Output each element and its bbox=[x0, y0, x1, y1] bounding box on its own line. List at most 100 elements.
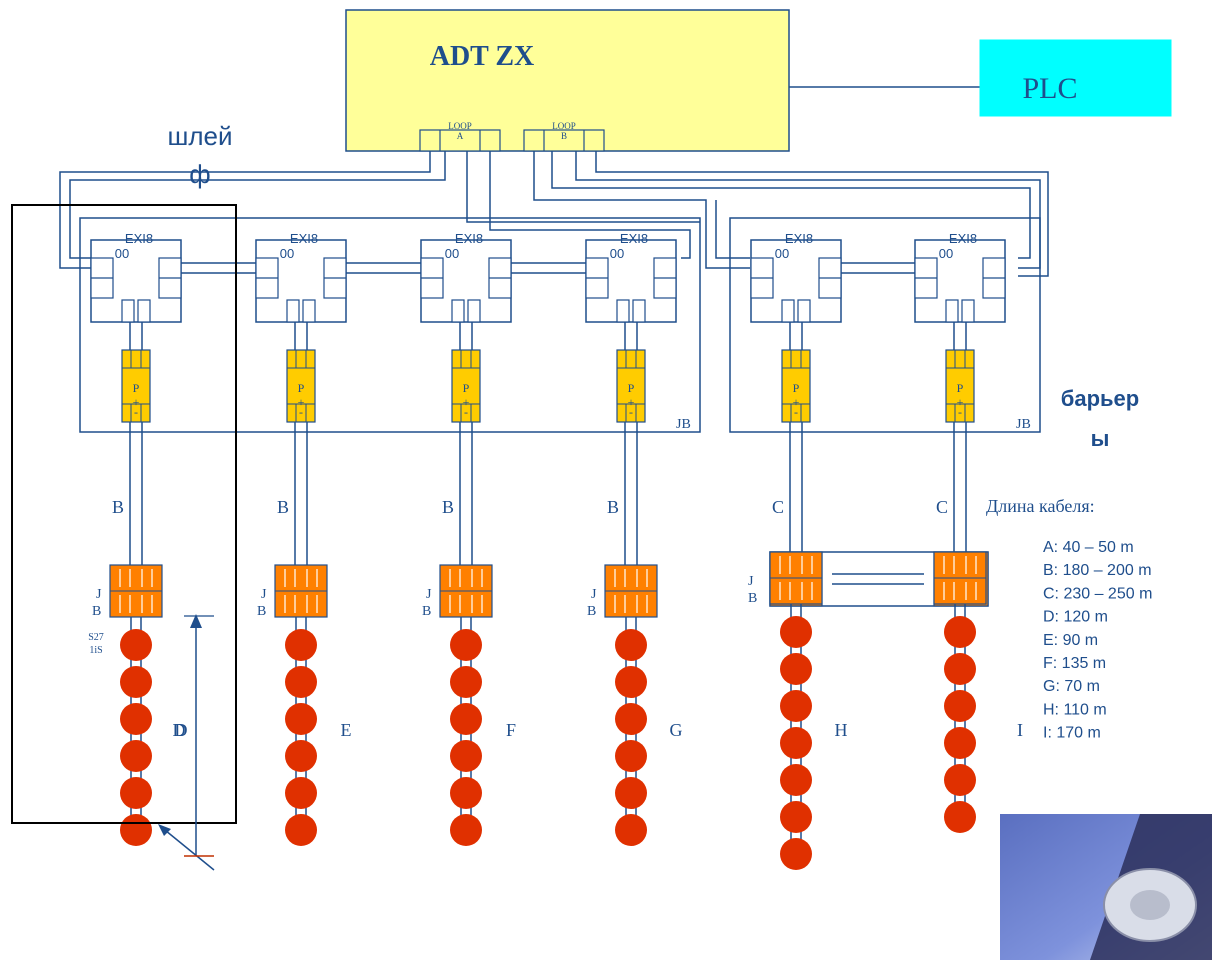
cable-length-item: B: 180 – 200 m bbox=[1043, 562, 1152, 579]
section-letter: H bbox=[835, 720, 848, 740]
barrier-label: P+- bbox=[463, 381, 470, 419]
cable-letter: B bbox=[442, 497, 454, 517]
cable-letter: B bbox=[607, 497, 619, 517]
cable-length-item: I: 170 m bbox=[1043, 725, 1101, 742]
jb-housing-right: JB bbox=[729, 217, 1041, 433]
cable-letter: C bbox=[772, 497, 784, 517]
detector bbox=[450, 629, 482, 661]
barrier-label: P+- bbox=[133, 381, 140, 419]
detector bbox=[780, 616, 812, 648]
detector bbox=[285, 666, 317, 698]
detector bbox=[120, 814, 152, 846]
detector-chain bbox=[944, 604, 976, 833]
detector bbox=[285, 629, 317, 661]
detector-chain bbox=[450, 617, 482, 846]
barrier-unit: P+- bbox=[616, 349, 646, 423]
detector bbox=[615, 740, 647, 772]
detector bbox=[285, 814, 317, 846]
detector bbox=[780, 653, 812, 685]
cable-length-item: G: 70 m bbox=[1043, 678, 1100, 695]
plc-box: PLC bbox=[789, 39, 1172, 117]
detector bbox=[944, 616, 976, 648]
cable-length-legend: Длина кабеля: A: 40 – 50 mB: 180 – 200 m… bbox=[986, 496, 1152, 742]
loop-wiring bbox=[59, 151, 1049, 277]
detector bbox=[944, 801, 976, 833]
cable-letter: B bbox=[112, 497, 124, 517]
detector bbox=[450, 703, 482, 735]
detector bbox=[615, 777, 647, 809]
dimension-d bbox=[184, 614, 214, 857]
barrier-label: P+- bbox=[793, 381, 800, 419]
barrier-label: P+- bbox=[298, 381, 305, 419]
section-letter: D bbox=[175, 720, 188, 740]
detector bbox=[285, 740, 317, 772]
detector-chain bbox=[780, 604, 812, 870]
detector bbox=[615, 814, 647, 846]
section-letter: I bbox=[1017, 720, 1023, 740]
barrier-unit: P+- bbox=[121, 349, 151, 423]
barrier-label: P+- bbox=[628, 381, 635, 419]
section-letter: G bbox=[670, 720, 683, 740]
detector bbox=[285, 703, 317, 735]
cable-length-item: D: 120 m bbox=[1043, 609, 1108, 626]
detector bbox=[780, 764, 812, 796]
detector bbox=[944, 690, 976, 722]
detector bbox=[944, 764, 976, 796]
detector bbox=[780, 727, 812, 759]
detector-chain bbox=[285, 617, 317, 846]
detector bbox=[780, 801, 812, 833]
detector bbox=[615, 666, 647, 698]
detector bbox=[120, 629, 152, 661]
cable-length-item: F: 135 m bbox=[1043, 655, 1106, 672]
cable-length-title: Длина кабеля: bbox=[986, 496, 1095, 516]
detector bbox=[450, 740, 482, 772]
barrier-unit: P+- bbox=[781, 349, 811, 423]
section-letter: F bbox=[506, 720, 516, 740]
detector bbox=[780, 690, 812, 722]
barrier-unit: P+- bbox=[286, 349, 316, 423]
barrier-label: P+- bbox=[957, 381, 964, 419]
controller-title: ADT ZX bbox=[430, 41, 535, 72]
cable-length-item: E: 90 m bbox=[1043, 632, 1098, 649]
field-junction-box bbox=[933, 551, 987, 605]
detector bbox=[120, 666, 152, 698]
detector bbox=[450, 777, 482, 809]
section-letter: E bbox=[341, 720, 352, 740]
detector bbox=[120, 703, 152, 735]
barrier-unit: P+- bbox=[945, 349, 975, 423]
detector bbox=[944, 727, 976, 759]
detector bbox=[615, 629, 647, 661]
plc-label: PLC bbox=[1022, 72, 1077, 105]
barrier-unit: P+- bbox=[451, 349, 481, 423]
detector bbox=[120, 777, 152, 809]
